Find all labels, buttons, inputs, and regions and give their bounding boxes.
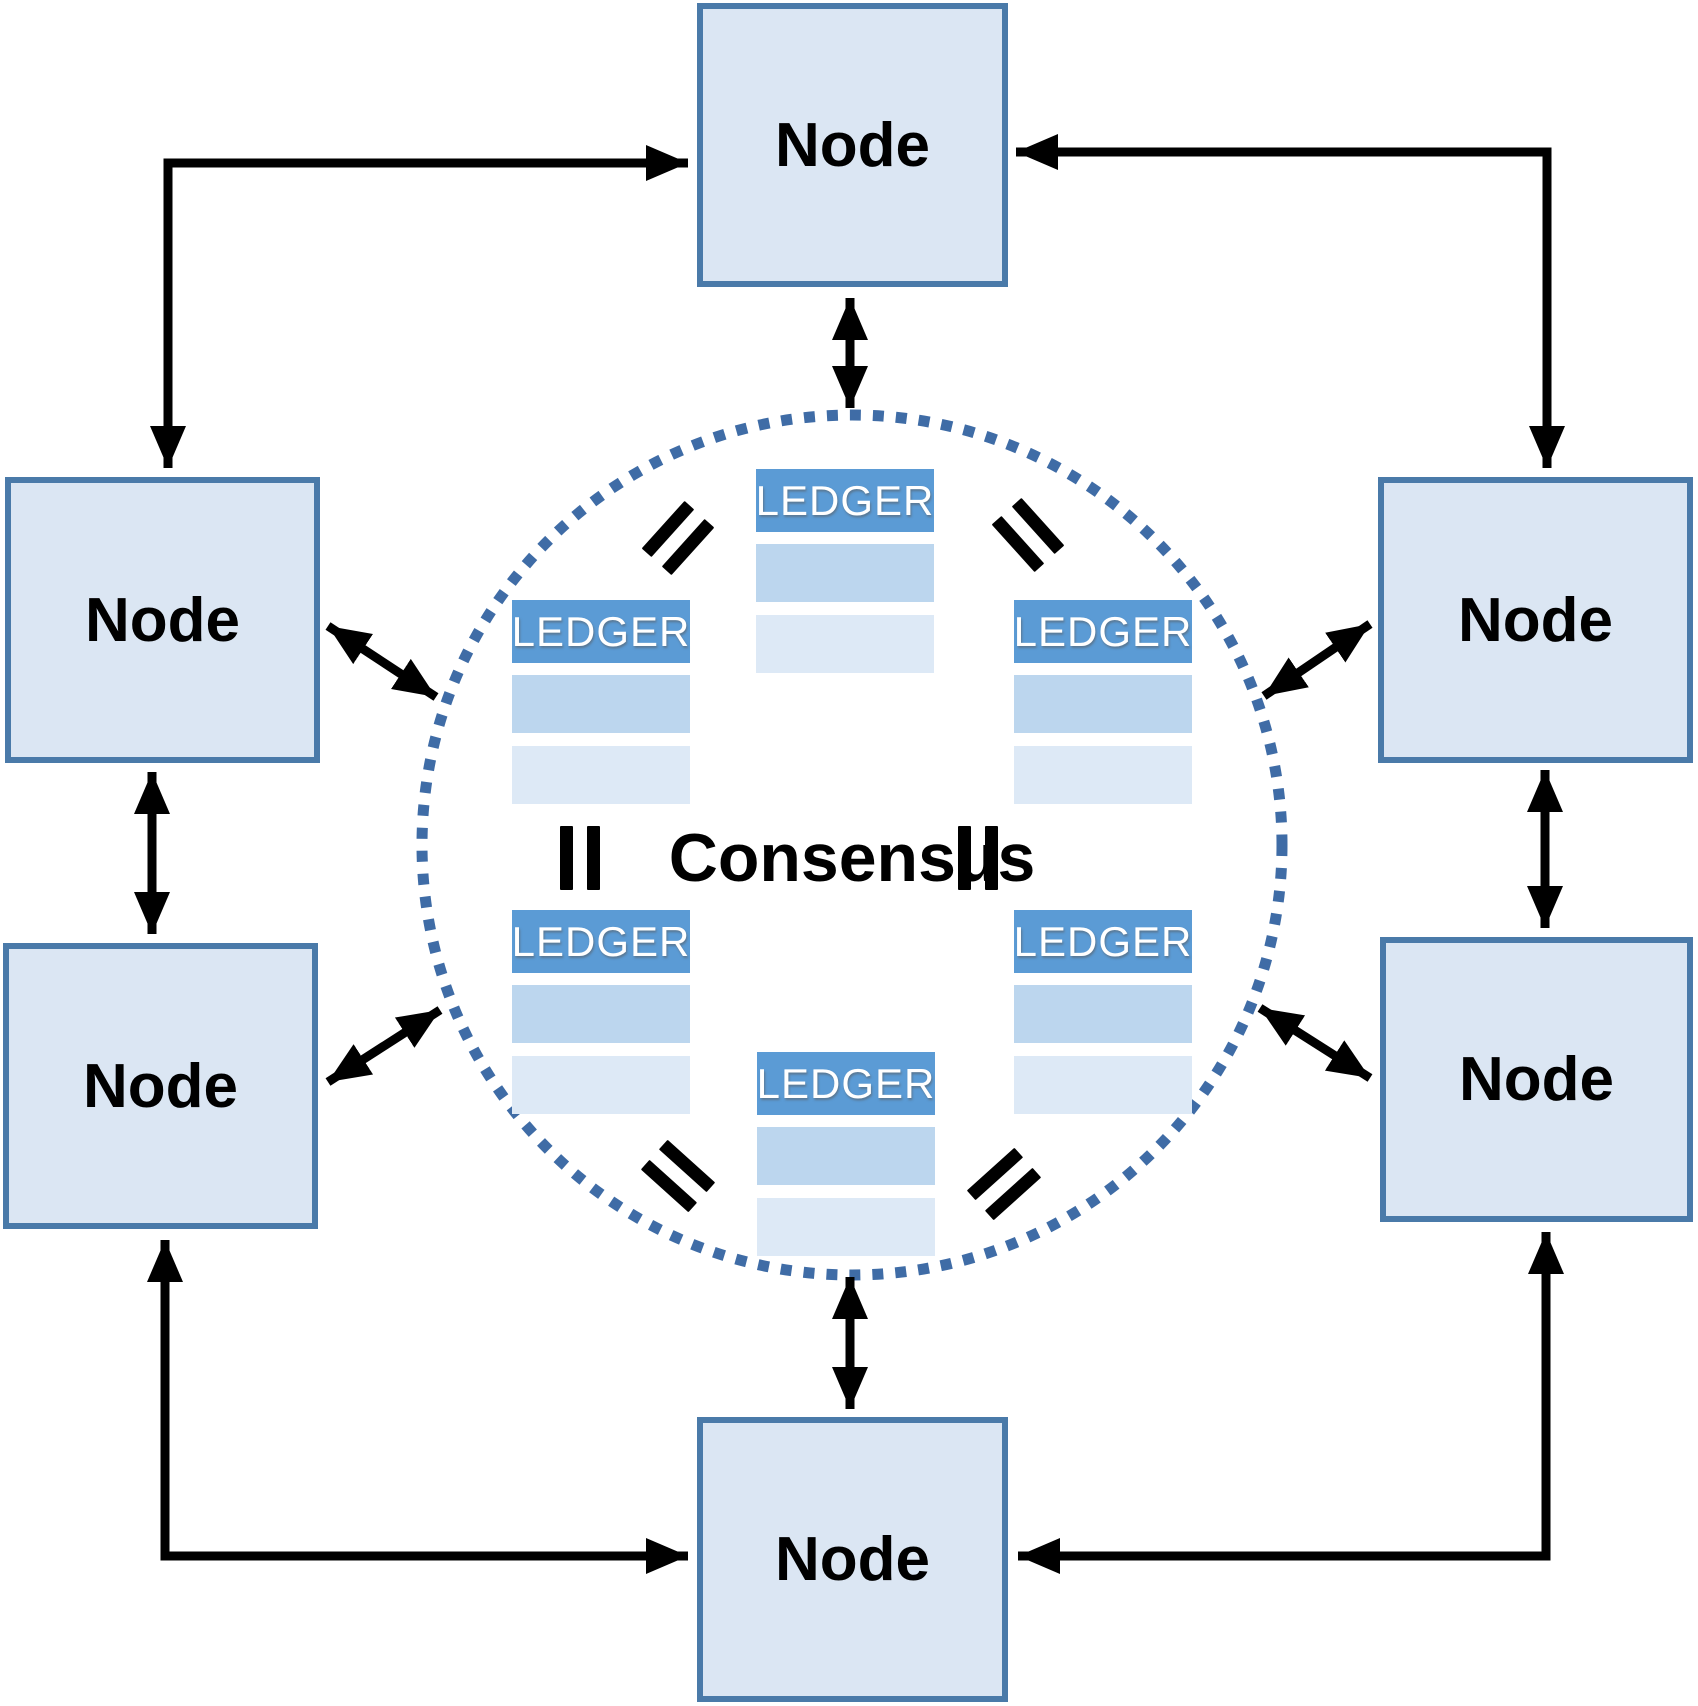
ledger-row bbox=[757, 1198, 935, 1256]
ledger-header: LEDGER bbox=[1014, 910, 1192, 973]
ledger-upper-right: LEDGER bbox=[1014, 600, 1192, 804]
node-label: Node bbox=[1458, 585, 1613, 655]
node-label: Node bbox=[85, 585, 240, 655]
arrow-rightupper-diagonal bbox=[1261, 620, 1373, 700]
node-bottom: Node bbox=[697, 1417, 1008, 1702]
arrow-elbow-topright bbox=[1016, 134, 1565, 468]
arrow-leftlower-diagonal bbox=[325, 1006, 443, 1086]
ledger-header: LEDGER bbox=[512, 600, 690, 663]
ledger-upper-left: LEDGER bbox=[512, 600, 690, 804]
ledger-row bbox=[512, 985, 690, 1043]
node-right-upper: Node bbox=[1378, 477, 1693, 763]
node-label: Node bbox=[775, 110, 930, 180]
ledger-row bbox=[1014, 985, 1192, 1043]
ledger-lower-right: LEDGER bbox=[1014, 910, 1192, 1114]
ledger-row bbox=[756, 615, 934, 673]
ledger-row bbox=[1014, 675, 1192, 733]
ledger-row bbox=[1014, 1056, 1192, 1114]
consensus-circle-dotted-border bbox=[416, 409, 1288, 1281]
ledger-header: LEDGER bbox=[757, 1052, 935, 1115]
node-right-lower: Node bbox=[1380, 937, 1693, 1222]
ledger-row bbox=[1014, 746, 1192, 804]
ledger-row bbox=[756, 544, 934, 602]
arrow-elbow-topleft bbox=[150, 145, 688, 468]
ledger-header: LEDGER bbox=[756, 469, 934, 532]
arrow-rightlower-diagonal bbox=[1257, 1004, 1373, 1082]
node-left-lower: Node bbox=[3, 943, 318, 1229]
arrow-leftupper-diagonal bbox=[325, 622, 439, 701]
ledger-lower-left: LEDGER bbox=[512, 910, 690, 1114]
node-top: Node bbox=[697, 3, 1008, 287]
arrow-elbow-bottomright bbox=[1018, 1232, 1564, 1574]
ledger-header: LEDGER bbox=[512, 910, 690, 973]
ledger-top: LEDGER bbox=[756, 469, 934, 673]
arrow-elbow-bottomleft bbox=[147, 1240, 688, 1574]
ledger-row bbox=[512, 675, 690, 733]
ledger-row bbox=[512, 746, 690, 804]
consensus-label: Consensus bbox=[668, 820, 1036, 896]
node-label: Node bbox=[1459, 1045, 1614, 1114]
node-label: Node bbox=[775, 1525, 930, 1594]
ledger-bottom: LEDGER bbox=[757, 1052, 935, 1256]
ledger-header: LEDGER bbox=[1014, 600, 1192, 663]
node-left-upper: Node bbox=[5, 477, 320, 763]
ledger-row bbox=[757, 1127, 935, 1185]
ledger-row bbox=[512, 1056, 690, 1114]
node-label: Node bbox=[83, 1051, 238, 1121]
